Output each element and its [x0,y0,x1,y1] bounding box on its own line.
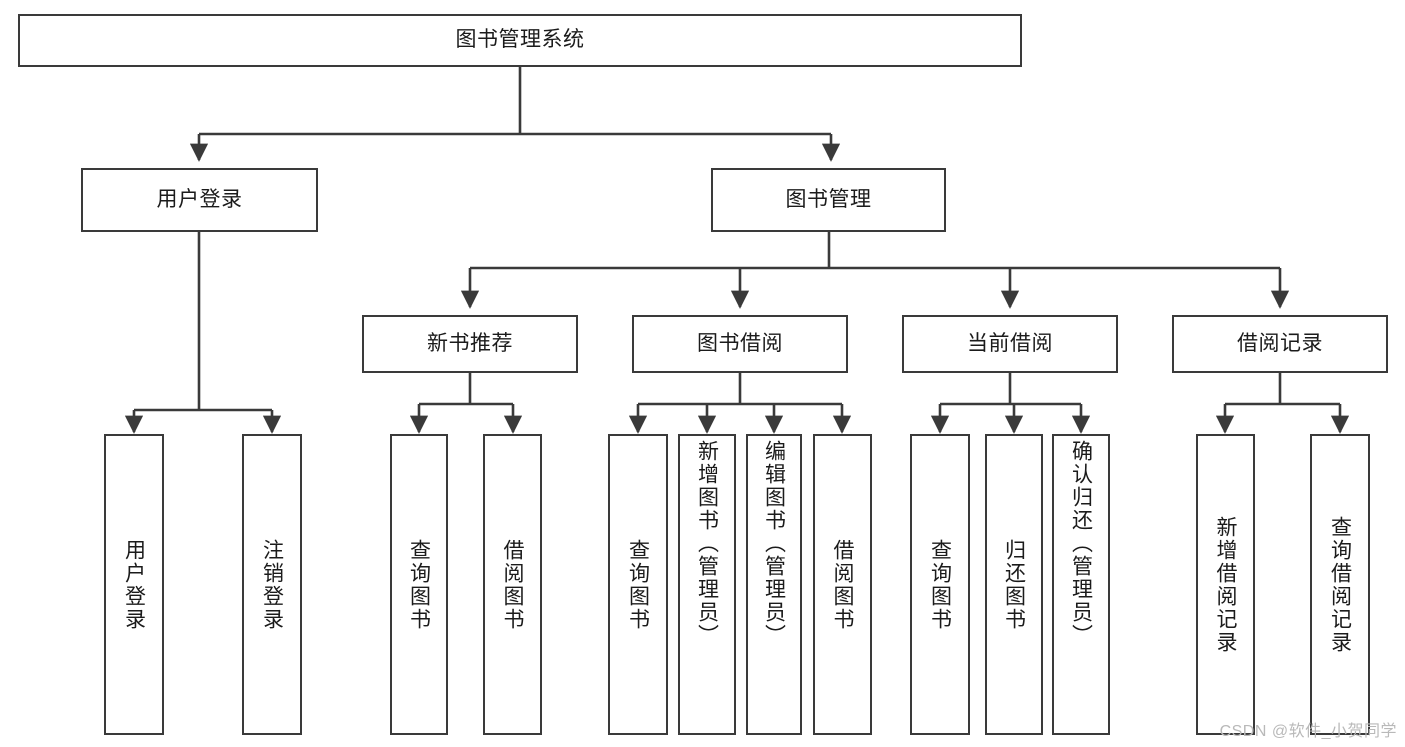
leaf-add-borrow-record-label: 新增借阅记录 [1214,515,1237,654]
leaf-query-book-rec-label: 查询图书 [407,538,431,631]
leaf-query-borrow-record-label: 查询借阅记录 [1328,515,1352,654]
node-root[interactable]: 图书管理系统 [18,14,1022,67]
leaf-query-book-current[interactable]: 查询图书 [910,434,970,735]
node-borrow-record[interactable]: 借阅记录 [1172,315,1388,373]
leaf-user-login-label: 用户登录 [122,538,146,631]
node-book-borrow[interactable]: 图书借阅 [632,315,848,373]
leaf-user-login[interactable]: 用户登录 [104,434,164,735]
leaf-logout[interactable]: 注销登录 [242,434,302,735]
leaf-confirm-return-admin[interactable]: 确认归还（管理员） [1052,434,1110,735]
leaf-query-borrow-record[interactable]: 查询借阅记录 [1310,434,1370,735]
node-new-book-recommendation[interactable]: 新书推荐 [362,315,578,373]
leaf-borrow-book-label: 借阅图书 [831,538,854,631]
node-new-book-recommendation-label: 新书推荐 [427,331,513,355]
node-root-label: 图书管理系统 [455,28,585,52]
leaf-confirm-return-admin-label: 确认归还（管理员） [1069,440,1093,647]
leaf-return-book-label: 归还图书 [1002,538,1026,631]
leaf-return-book[interactable]: 归还图书 [985,434,1043,735]
leaf-add-book-admin[interactable]: 新增图书（管理员） [678,434,736,735]
leaf-borrow-book[interactable]: 借阅图书 [813,434,872,735]
leaf-query-book-borrow-label: 查询图书 [626,538,650,631]
leaf-borrow-book-rec[interactable]: 借阅图书 [483,434,542,735]
node-user-login-label: 用户登录 [156,187,243,211]
leaf-add-borrow-record[interactable]: 新增借阅记录 [1196,434,1255,735]
node-book-management-label: 图书管理 [785,187,872,211]
leaf-query-book-current-label: 查询图书 [928,538,952,631]
node-book-borrow-label: 图书借阅 [697,331,783,355]
leaf-logout-label: 注销登录 [260,538,284,631]
leaf-add-book-admin-label: 新增图书（管理员） [695,440,719,647]
node-current-borrow-label: 当前借阅 [967,331,1053,355]
leaf-edit-book-admin-label: 编辑图书（管理员） [762,440,786,647]
leaf-query-book-borrow[interactable]: 查询图书 [608,434,668,735]
node-user-login[interactable]: 用户登录 [81,168,318,232]
leaf-borrow-book-rec-label: 借阅图书 [501,538,524,631]
leaf-edit-book-admin[interactable]: 编辑图书（管理员） [746,434,802,735]
node-borrow-record-label: 借阅记录 [1237,331,1323,355]
leaf-query-book-rec[interactable]: 查询图书 [390,434,448,735]
node-book-management[interactable]: 图书管理 [711,168,946,232]
node-current-borrow[interactable]: 当前借阅 [902,315,1118,373]
